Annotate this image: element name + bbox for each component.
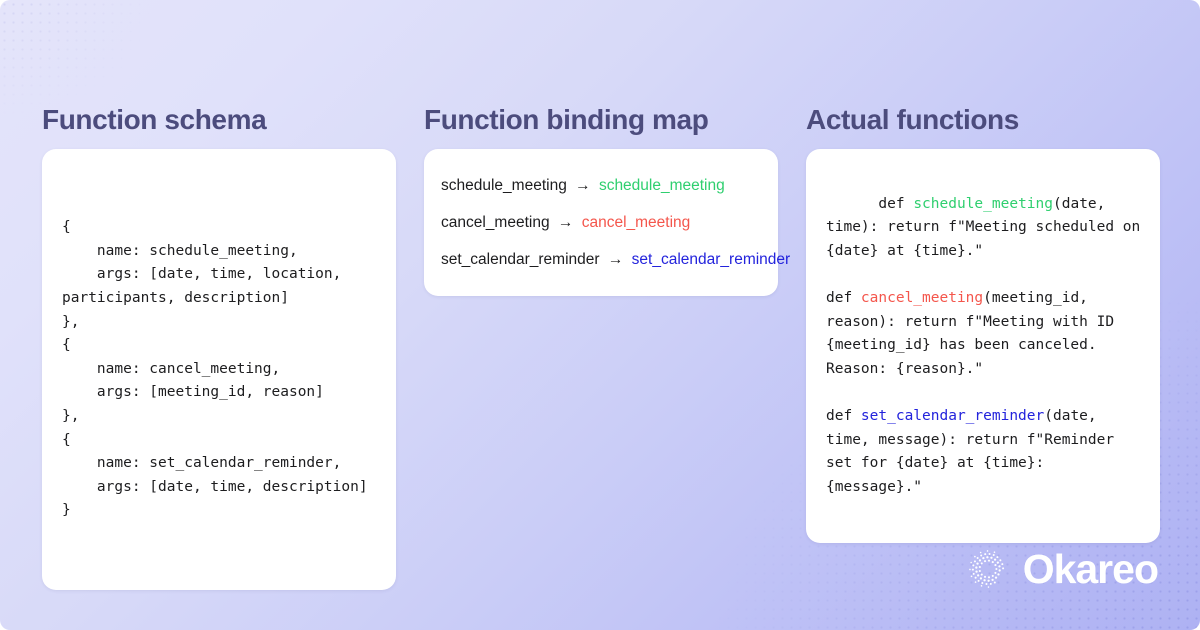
arrow-right-icon: → [570, 177, 595, 194]
code-line: args: [date, time, location, participant… [62, 266, 351, 306]
function-body: (date, time): return f"Meeting scheduled… [826, 195, 1150, 259]
function-body: (date, time, message): return f"Reminder… [826, 407, 1123, 495]
code-line: { [62, 337, 71, 354]
code-blank-line [826, 263, 1142, 287]
arrow-right-icon: → [553, 214, 578, 231]
function-schema-code-card: { name: schedule_meeting, args: [date, t… [42, 149, 396, 591]
code-line: }, [62, 313, 80, 330]
def-keyword: def [826, 407, 861, 424]
function-definition: def set_calendar_reminder(date, time, me… [826, 408, 1123, 495]
function-schema-code: { name: schedule_meeting, args: [date, t… [62, 216, 378, 523]
code-line: name: schedule_meeting, [62, 242, 298, 259]
okareo-dot-ring-icon [968, 550, 1004, 588]
column-title-function-schema: Function schema [42, 104, 267, 135]
code-blank-line [826, 381, 1142, 405]
code-line: { [62, 431, 71, 448]
binding-target-name: set_calendar_reminder [631, 251, 791, 268]
actual-functions-code-card: def schedule_meeting(date, time): return… [806, 149, 1160, 543]
okareo-logo: Okareo [967, 546, 1159, 592]
function-name: schedule_meeting [913, 195, 1053, 212]
code-line: }, [62, 407, 80, 424]
function-body: (meeting_id, reason): return f"Meeting w… [826, 289, 1123, 377]
binding-source-name: set_calendar_reminder [441, 251, 600, 268]
column-function-binding-map: Function binding map schedule_meeting → … [424, 103, 790, 296]
function-definition: def schedule_meeting(date, time): return… [826, 196, 1149, 259]
code-line: name: cancel_meeting, [62, 360, 281, 377]
arrow-right-icon: → [603, 251, 628, 268]
def-keyword: def [878, 195, 914, 212]
function-definition: def cancel_meeting(meeting_id, reason): … [826, 290, 1123, 377]
binding-target-name: cancel_meeting [581, 214, 691, 231]
code-line: { [62, 219, 71, 236]
column-title-actual-functions: Actual functions [806, 104, 1019, 135]
def-keyword: def [826, 289, 861, 306]
code-line: args: [meeting_id, reason] [62, 384, 324, 401]
okareo-wordmark: Okareo [1022, 546, 1159, 592]
binding-map-row: cancel_meeting → cancel_meeting [441, 204, 760, 241]
binding-source-name: cancel_meeting [441, 214, 550, 231]
actual-functions-code: def schedule_meeting(date, time): return… [826, 196, 1149, 495]
code-line: args: [date, time, description] [62, 478, 368, 495]
column-function-schema: Function schema { name: schedule_meeting… [42, 103, 396, 591]
code-line: } [62, 502, 71, 519]
binding-target-name: schedule_meeting [598, 177, 725, 194]
code-line: name: set_calendar_reminder, [62, 455, 342, 472]
binding-map-row: schedule_meeting → schedule_meeting [441, 167, 760, 204]
function-name: cancel_meeting [860, 289, 984, 306]
column-title-function-binding-map: Function binding map [424, 104, 709, 135]
function-name: set_calendar_reminder [860, 407, 1045, 424]
column-actual-functions: Actual functions def schedule_meeting(da… [806, 103, 1160, 543]
binding-source-name: schedule_meeting [441, 177, 567, 194]
binding-map-row: set_calendar_reminder → set_calendar_rem… [441, 241, 790, 278]
